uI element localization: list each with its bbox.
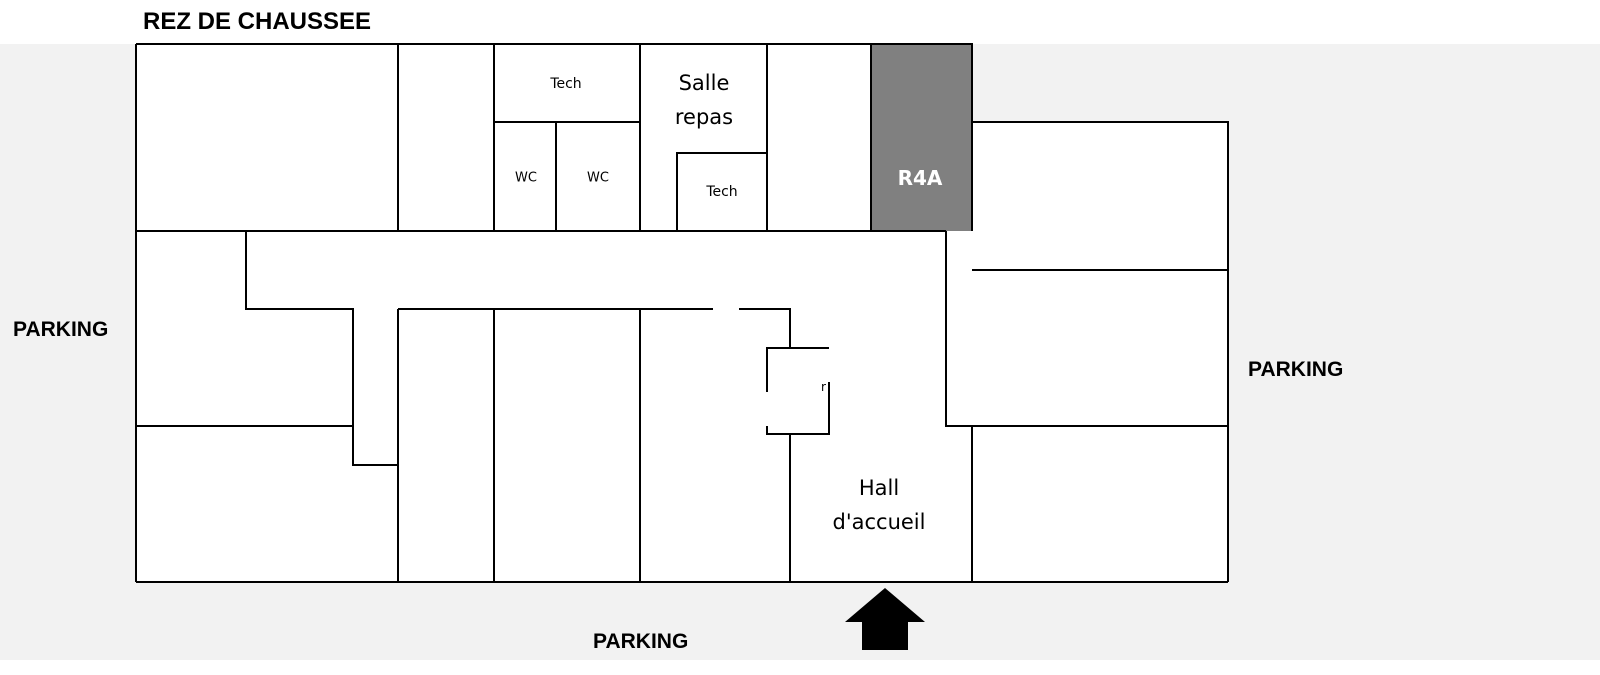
parking-right-label: PARKING <box>1248 358 1344 381</box>
parking-left-label: PARKING <box>13 318 109 341</box>
building <box>136 44 1228 582</box>
parking-bottom-label: PARKING <box>593 630 689 653</box>
room-r4a[interactable] <box>871 44 972 231</box>
room-tech-top: Tech <box>550 76 582 92</box>
room-tech-bottom: Tech <box>706 184 738 200</box>
room-salle-repas: Salle repas <box>674 71 734 129</box>
walls <box>135 43 1229 583</box>
entrance-arrow-icon <box>845 588 925 650</box>
room-wc-2: WC <box>587 170 609 186</box>
room-hall-accueil: Hall d'accueil <box>832 476 926 534</box>
room-r4a-label: R4A <box>897 166 943 190</box>
page-title: REZ DE CHAUSSEE <box>143 8 372 35</box>
small-room-mark: r <box>821 380 826 394</box>
room-wc-1: WC <box>515 170 537 186</box>
